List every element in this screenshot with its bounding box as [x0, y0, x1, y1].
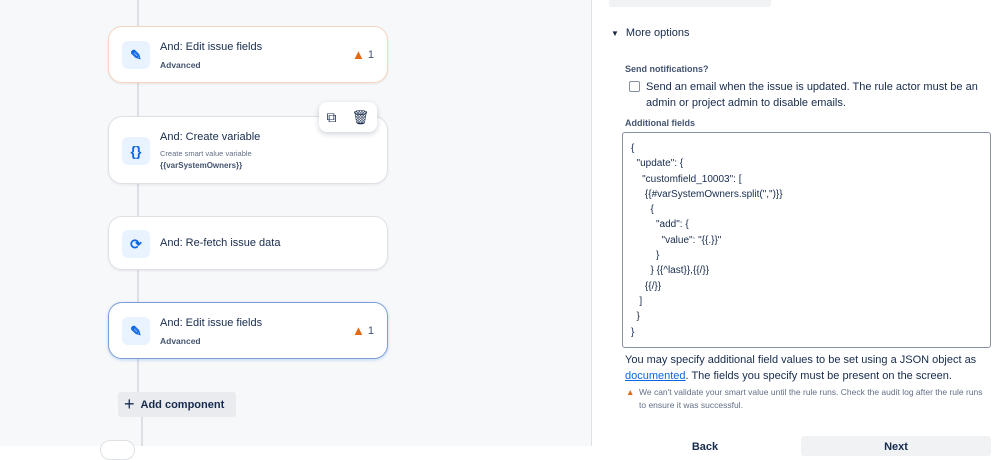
plus-icon: +	[124, 394, 135, 414]
more-options-toggle[interactable]: ▼ More options	[611, 27, 690, 39]
connector-line	[137, 83, 139, 117]
pencil-icon: ✎	[122, 41, 150, 69]
warning-icon: ▲	[352, 47, 365, 62]
documented-link[interactable]: documented	[625, 370, 686, 382]
refresh-icon: ⟳	[122, 230, 150, 258]
pencil-icon: ✎	[122, 317, 150, 345]
component-card-refetch[interactable]: ⟳ And: Re-fetch issue data	[108, 216, 388, 270]
connector-line	[137, 358, 139, 392]
card-subtitle: Advanced	[160, 60, 201, 70]
warning-badge: ▲1	[352, 47, 374, 62]
additional-fields-label: Additional fields	[625, 118, 696, 128]
warning-message: ▲We can't validate your smart value unti…	[626, 387, 983, 410]
duplicate-icon[interactable]: ⧉	[326, 108, 337, 125]
connector-line	[141, 416, 143, 446]
trash-icon[interactable]: 🗑	[351, 108, 370, 125]
additional-fields-textarea[interactable]: { "update": { "customfield_10003": [ {{#…	[622, 132, 991, 348]
rule-canvas: ✎ And: Edit issue fields Advanced ▲1 {} …	[100, 0, 592, 460]
braces-icon: {}	[122, 137, 150, 165]
warning-badge: ▲1	[352, 323, 374, 338]
next-node	[100, 440, 135, 460]
connector-line	[137, 0, 139, 28]
component-card-edit-issue[interactable]: ✎ And: Edit issue fields Advanced ▲1	[108, 26, 388, 83]
help-text: You may specify additional field values …	[625, 354, 977, 382]
card-toolbar: ⧉ 🗑	[319, 102, 377, 132]
chevron-down-icon: ▼	[611, 28, 619, 38]
add-component-button[interactable]: +Add component	[118, 392, 236, 417]
connector-line	[137, 269, 139, 303]
card-subtitle: Advanced	[160, 336, 201, 346]
connector-line	[137, 183, 139, 217]
back-button[interactable]: Back	[691, 441, 719, 453]
field-above[interactable]	[609, 0, 771, 7]
next-button[interactable]: Next	[801, 436, 991, 456]
warning-icon: ▲	[352, 323, 365, 338]
warning-icon: ▲	[626, 387, 635, 397]
send-notifications-label: Send notifications?	[625, 64, 709, 74]
component-card-edit-issue-selected[interactable]: ✎ And: Edit issue fields Advanced ▲1	[108, 302, 388, 359]
send-notifications-checkbox[interactable]	[629, 81, 640, 92]
